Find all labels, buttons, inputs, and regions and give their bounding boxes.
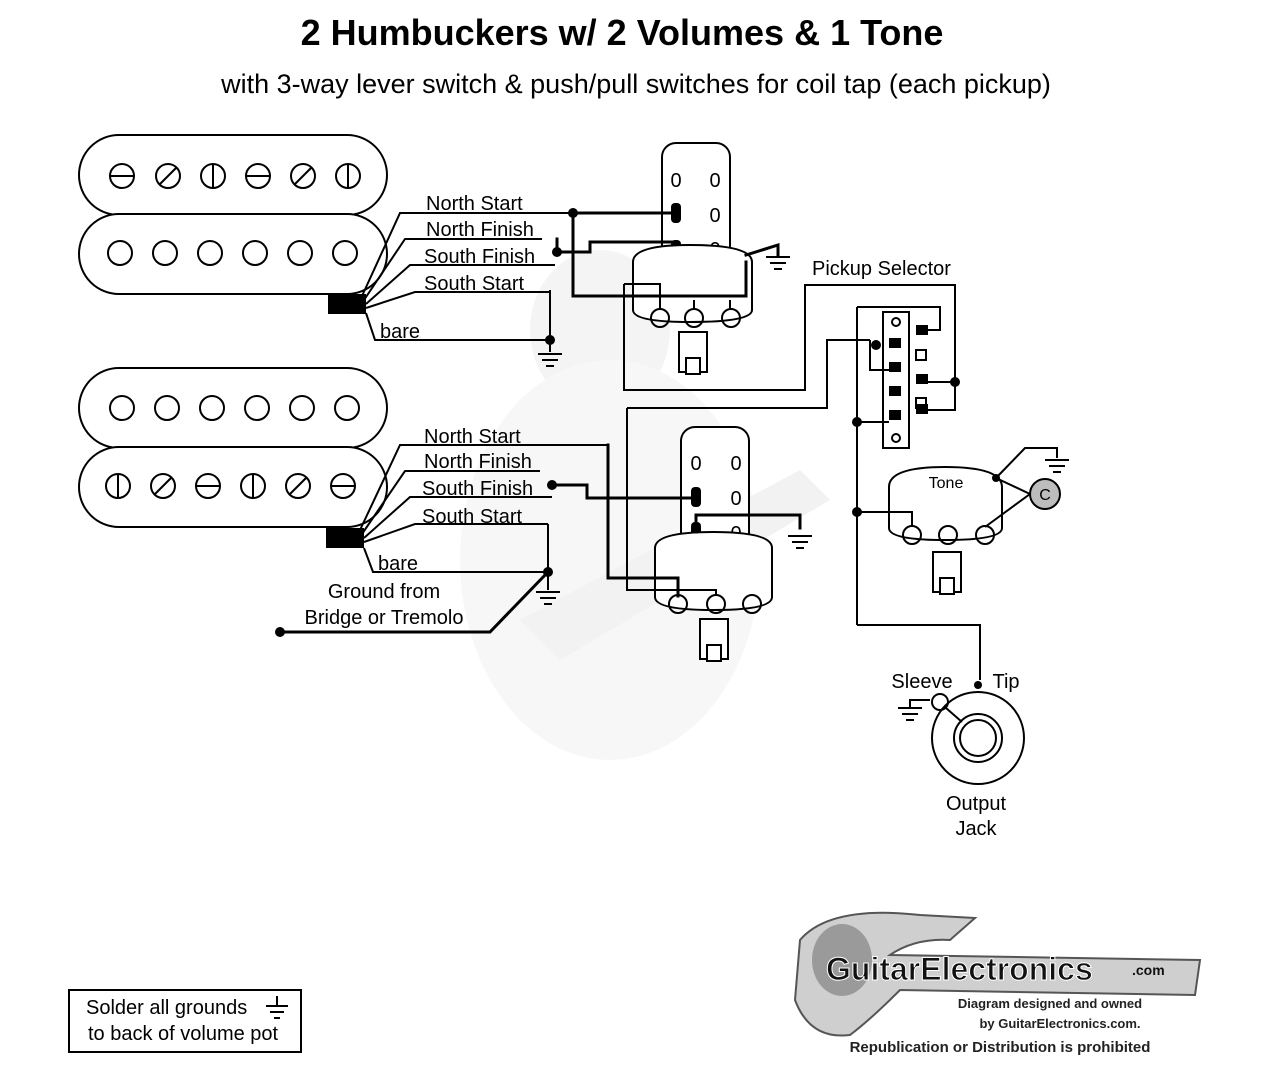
bottom-humbucker-slug-poles xyxy=(109,395,360,421)
watermark-figure xyxy=(460,250,830,760)
jack-label: Jack xyxy=(955,818,997,840)
bridge-or-tremolo-label: Bridge or Tremolo xyxy=(305,607,464,629)
bottom-north-start-label: North Start xyxy=(424,426,521,448)
tone-pot: Tone xyxy=(888,465,1003,595)
svg-text:C: C xyxy=(1039,487,1051,504)
output-label: Output xyxy=(946,793,1006,815)
logo-line3: Republication or Distribution is prohibi… xyxy=(850,1039,1151,1056)
svg-text:0: 0 xyxy=(670,170,681,192)
top-pickup-leads xyxy=(361,212,600,341)
solder-note-line1: Solder all grounds xyxy=(86,997,247,1019)
ground-icon xyxy=(266,996,288,1019)
logo-line1: Diagram designed and owned xyxy=(958,996,1142,1011)
svg-text:0: 0 xyxy=(709,205,720,227)
volume-pot-2: 0 0 0 0 xyxy=(654,426,773,662)
ground-from-label: Ground from xyxy=(328,581,440,603)
diagram-title: 2 Humbuckers w/ 2 Volumes & 1 Tone xyxy=(301,12,944,53)
logo-line2: by GuitarElectronics.com. xyxy=(979,1016,1140,1031)
svg-text:0: 0 xyxy=(730,488,741,510)
bottom-humbucker-screw-poles xyxy=(105,473,356,499)
svg-text:0: 0 xyxy=(709,170,720,192)
ground-symbol xyxy=(536,591,560,605)
ground-symbol xyxy=(538,353,562,367)
ground-symbol xyxy=(1045,459,1069,473)
top-humbucker-screw-poles xyxy=(109,163,361,189)
guitarelectronics-logo: GuitarElectronics .com Diagram designed … xyxy=(793,911,1202,1056)
volume-pot-1: 0 0 0 0 xyxy=(632,142,753,375)
top-humbucker-slug-poles xyxy=(107,240,358,266)
svg-text:0: 0 xyxy=(730,453,741,475)
tip-label: Tip xyxy=(992,671,1019,693)
bottom-north-finish-label: North Finish xyxy=(424,451,532,473)
solder-note-line2: to back of volume pot xyxy=(88,1023,279,1045)
bottom-bare-label: bare xyxy=(378,553,418,575)
bottom-humbucker xyxy=(78,367,388,548)
sleeve-label: Sleeve xyxy=(891,671,952,693)
top-bare-label: bare xyxy=(380,321,420,343)
capacitor: C xyxy=(1029,478,1061,510)
logo-suffix: .com xyxy=(1132,962,1165,978)
tone-label: Tone xyxy=(929,475,964,492)
diagram-subtitle: with 3-way lever switch & push/pull swit… xyxy=(220,69,1051,99)
pickup-selector-switch xyxy=(882,311,928,449)
bottom-south-finish-label: South Finish xyxy=(422,478,533,500)
top-south-finish-label: South Finish xyxy=(424,246,535,268)
output-jack xyxy=(931,681,1025,785)
bottom-south-start-label: South Start xyxy=(422,506,523,528)
svg-text:0: 0 xyxy=(690,453,701,475)
ground-symbol xyxy=(766,256,790,270)
top-north-start-label: North Start xyxy=(426,193,523,215)
ground-symbol xyxy=(788,535,812,549)
top-humbucker xyxy=(78,134,388,314)
bottom-pickup-leads xyxy=(359,444,608,573)
ground-symbol xyxy=(898,707,922,721)
top-south-start-label: South Start xyxy=(424,273,525,295)
top-north-finish-label: North Finish xyxy=(426,219,534,241)
solder-note-box: Solder all grounds to back of volume pot xyxy=(68,989,302,1053)
pickup-selector-label: Pickup Selector xyxy=(812,258,951,280)
logo-brand: GuitarElectronics xyxy=(826,951,1093,987)
